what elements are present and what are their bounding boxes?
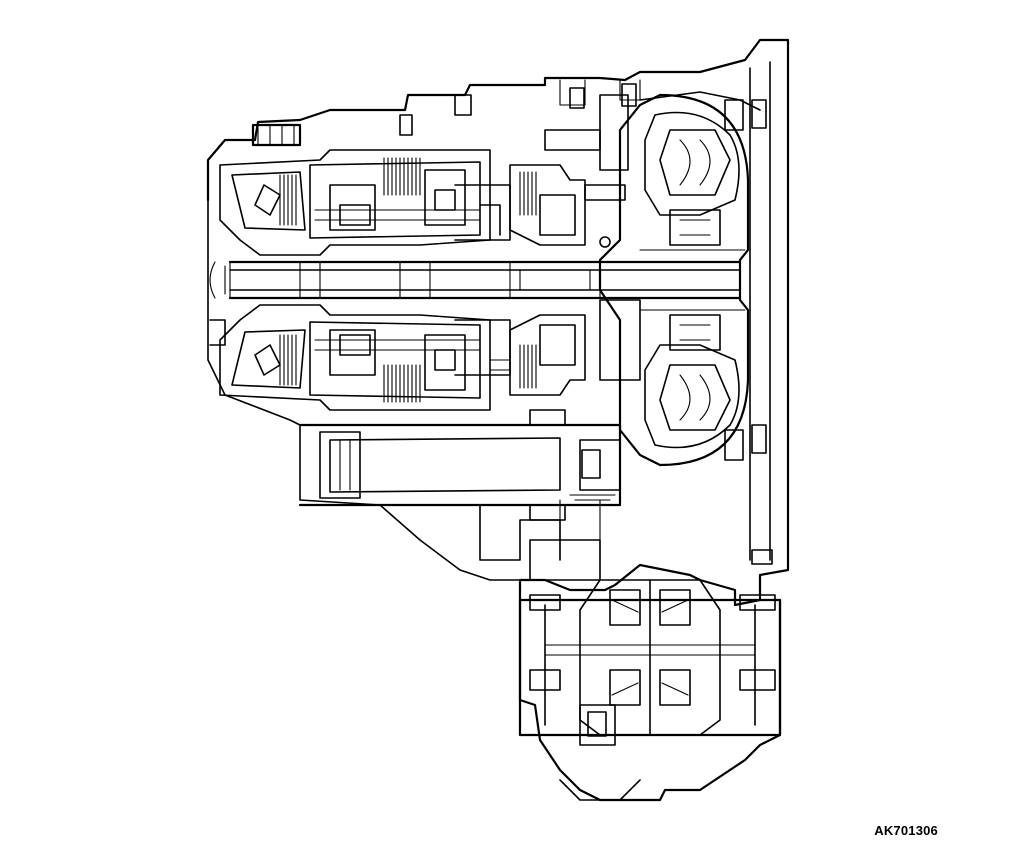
upper-rear-clutch xyxy=(509,129,626,248)
figure-reference-code: AK701306 xyxy=(874,823,938,838)
differential xyxy=(518,579,782,801)
lower-clutch-pack xyxy=(209,304,511,411)
upper-clutch-pack xyxy=(219,123,511,256)
lower-rear-clutch xyxy=(489,299,641,396)
main-shaft xyxy=(209,260,742,300)
case-bolts xyxy=(399,83,773,565)
counter-shaft xyxy=(298,409,622,581)
torque-converter xyxy=(598,93,750,467)
transmission-case xyxy=(206,38,790,802)
